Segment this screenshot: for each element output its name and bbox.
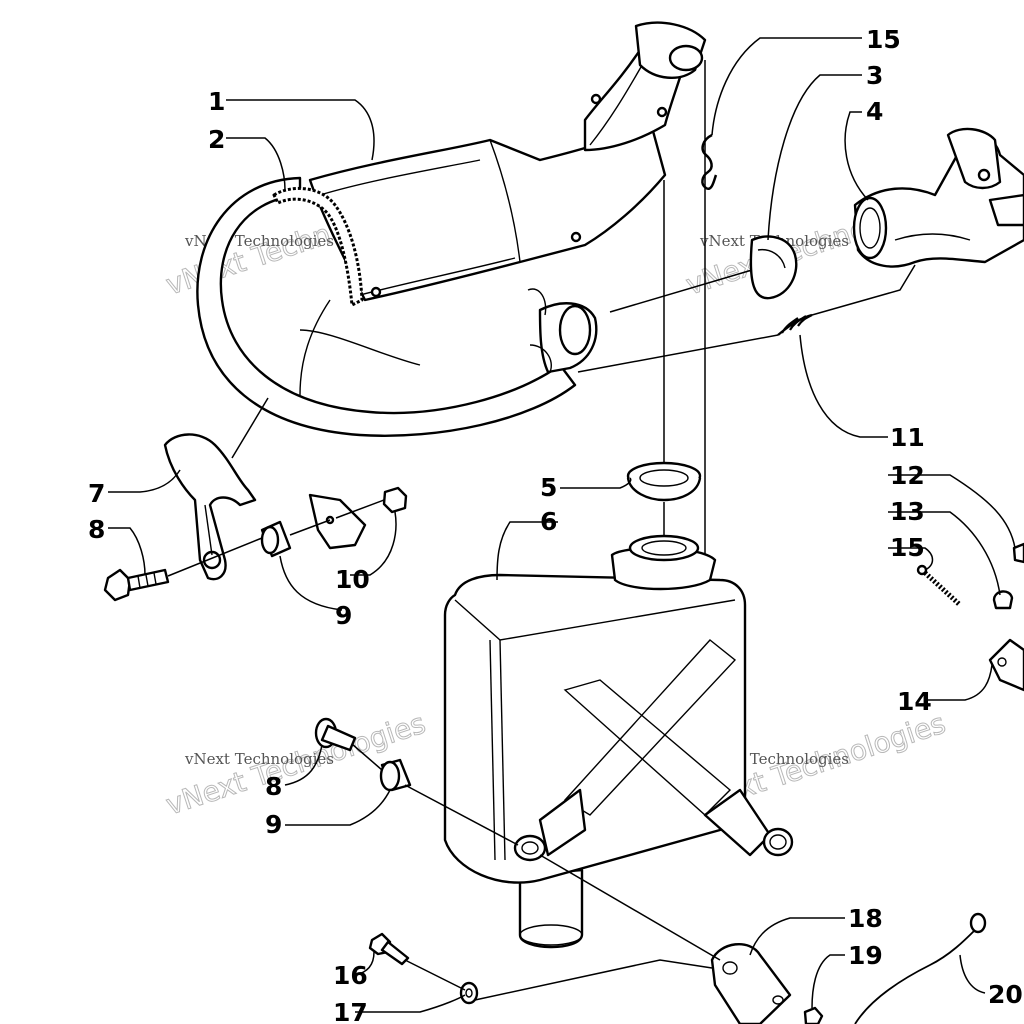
spring-15-right: [916, 564, 962, 607]
callout-5: 5: [540, 473, 557, 502]
callout-7: 7: [88, 479, 105, 508]
watermark-text-small: vNext Technologies: [184, 750, 334, 768]
callout-19: 19: [848, 941, 883, 970]
callout-14: 14: [897, 687, 932, 716]
callout-6: 6: [540, 507, 557, 536]
clamp-ring: [749, 235, 798, 300]
callout-18: 18: [848, 904, 883, 933]
grommet-13: [992, 590, 1014, 610]
callout-8-upper: 8: [88, 515, 105, 544]
nut-10: [382, 486, 408, 514]
bushing-9-upper: [260, 520, 292, 558]
callout-16: 16: [333, 961, 368, 990]
cable-20: [854, 912, 987, 1024]
leader-lines: [108, 37, 1016, 1013]
bolt-8-lower: [314, 717, 357, 752]
callout-10: 10: [335, 565, 370, 594]
spring-11: [777, 313, 813, 336]
spring-wrap: [272, 186, 364, 307]
callout-15-top: 15: [866, 25, 901, 54]
bracket-18: [710, 942, 792, 1024]
callout-1: 1: [208, 87, 225, 116]
gasket: [626, 461, 702, 502]
bolt-8-upper: [103, 568, 170, 602]
callout-13: 13: [890, 497, 925, 526]
bracket-14: [988, 638, 1024, 692]
callout-4: 4: [866, 97, 883, 126]
nut-12: [1012, 542, 1024, 564]
callout-11: 11: [890, 423, 925, 452]
bushing-9-lower: [379, 758, 412, 792]
callout-9-lower: 9: [265, 810, 282, 839]
callout-3: 3: [866, 61, 883, 90]
callout-20: 20: [988, 980, 1023, 1009]
callout-12: 12: [890, 461, 925, 490]
expansion-chamber: [196, 21, 707, 437]
muffler: [443, 534, 794, 949]
callout-8-lower: 8: [265, 772, 282, 801]
callout-15-right: 15: [890, 533, 925, 562]
spring-15-top: [701, 133, 718, 191]
plate-10: [308, 493, 367, 550]
callout-2: 2: [208, 125, 225, 154]
callout-labels: 1 2 15 3 4 11 12 13 15 14 5 6 7 8 9 10 8…: [88, 25, 1023, 1024]
exhaust-manifold: [852, 127, 1024, 268]
nut-19: [803, 1006, 824, 1024]
washer-17: [459, 981, 479, 1005]
bolt-16: [368, 932, 410, 966]
hanger-bracket: [163, 433, 257, 581]
callout-9-upper: 9: [335, 601, 352, 630]
callout-17: 17: [333, 998, 368, 1024]
